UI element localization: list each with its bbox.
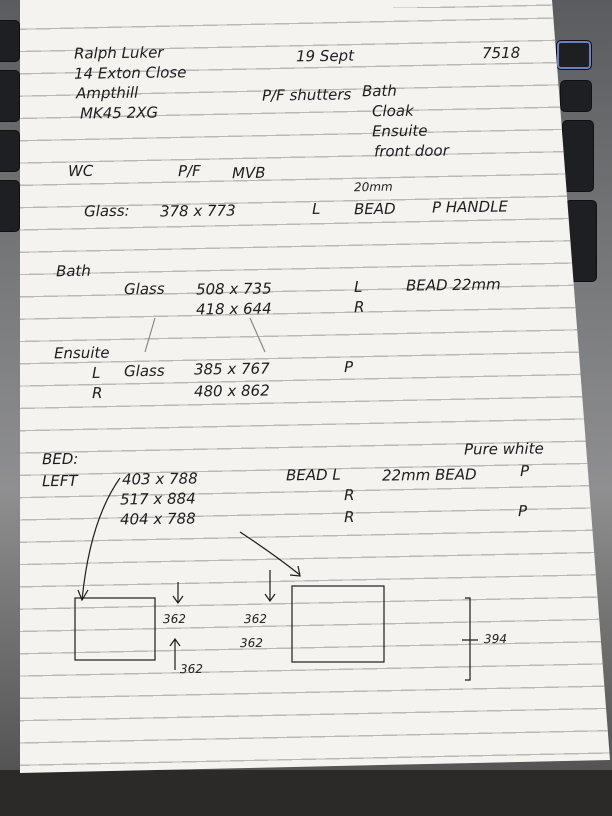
window-height: 394 [483,631,508,647]
keyboard-key [0,130,20,172]
gap-right-mid: 362 [239,635,264,651]
keyboard-key [556,40,592,70]
down-arrow [172,582,184,605]
gap-left-top: 362 [162,611,187,627]
arrow-line [239,531,301,576]
height-bracket [462,597,478,681]
up-arrow [169,637,181,670]
keyboard-key [560,80,592,112]
keyboard-key [562,120,594,192]
gap-left-bottom: 362 [179,661,204,677]
left-window-shape [74,597,156,661]
keyboard-key [0,20,20,62]
arrowhead [289,565,301,577]
stray-line [249,317,266,353]
stray-line [144,317,156,353]
keyboard-key [0,70,20,122]
desk [0,770,612,816]
keyboard-key [0,180,20,232]
down-arrow [264,570,276,603]
right-window-shape [291,585,385,663]
arrowhead [77,589,89,602]
gap-right-top: 362 [243,611,268,627]
arrow-line [81,477,121,601]
